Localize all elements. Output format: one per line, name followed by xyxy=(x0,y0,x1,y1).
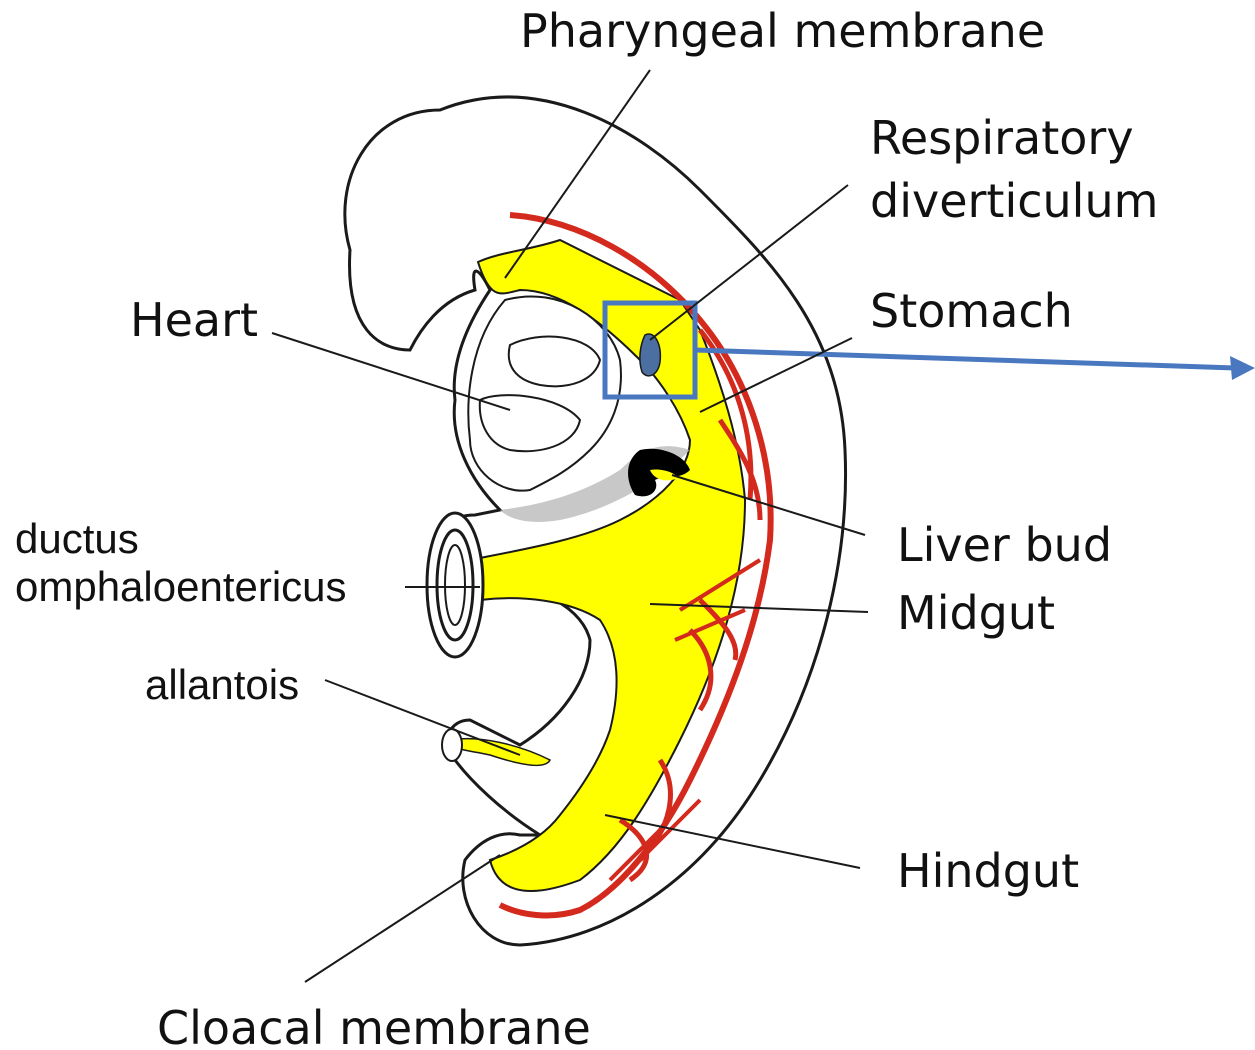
label-heart: Heart xyxy=(130,297,258,343)
yolk-stalk-inner xyxy=(445,545,465,625)
highlight-arrow-head xyxy=(1230,356,1255,380)
label-cloacal-membrane: Cloacal membrane xyxy=(157,1005,591,1050)
respiratory-diverticulum xyxy=(640,334,660,376)
leader-allantois xyxy=(325,680,520,755)
label-ductus-line1: ductus xyxy=(15,518,139,560)
label-respiratory-line2: diverticulum xyxy=(870,178,1158,224)
label-ductus-line2: omphaloentericus xyxy=(15,566,347,608)
label-respiratory-line1: Respiratory xyxy=(870,115,1134,161)
label-pharyngeal-membrane: Pharyngeal membrane xyxy=(520,8,1045,54)
label-hindgut: Hindgut xyxy=(897,848,1079,894)
label-stomach: Stomach xyxy=(870,288,1073,334)
label-allantois: allantois xyxy=(145,664,299,706)
leader-cloacal xyxy=(305,855,500,982)
label-midgut: Midgut xyxy=(897,590,1055,636)
allantois-opening xyxy=(442,729,462,761)
label-liver-bud: Liver bud xyxy=(897,522,1112,568)
